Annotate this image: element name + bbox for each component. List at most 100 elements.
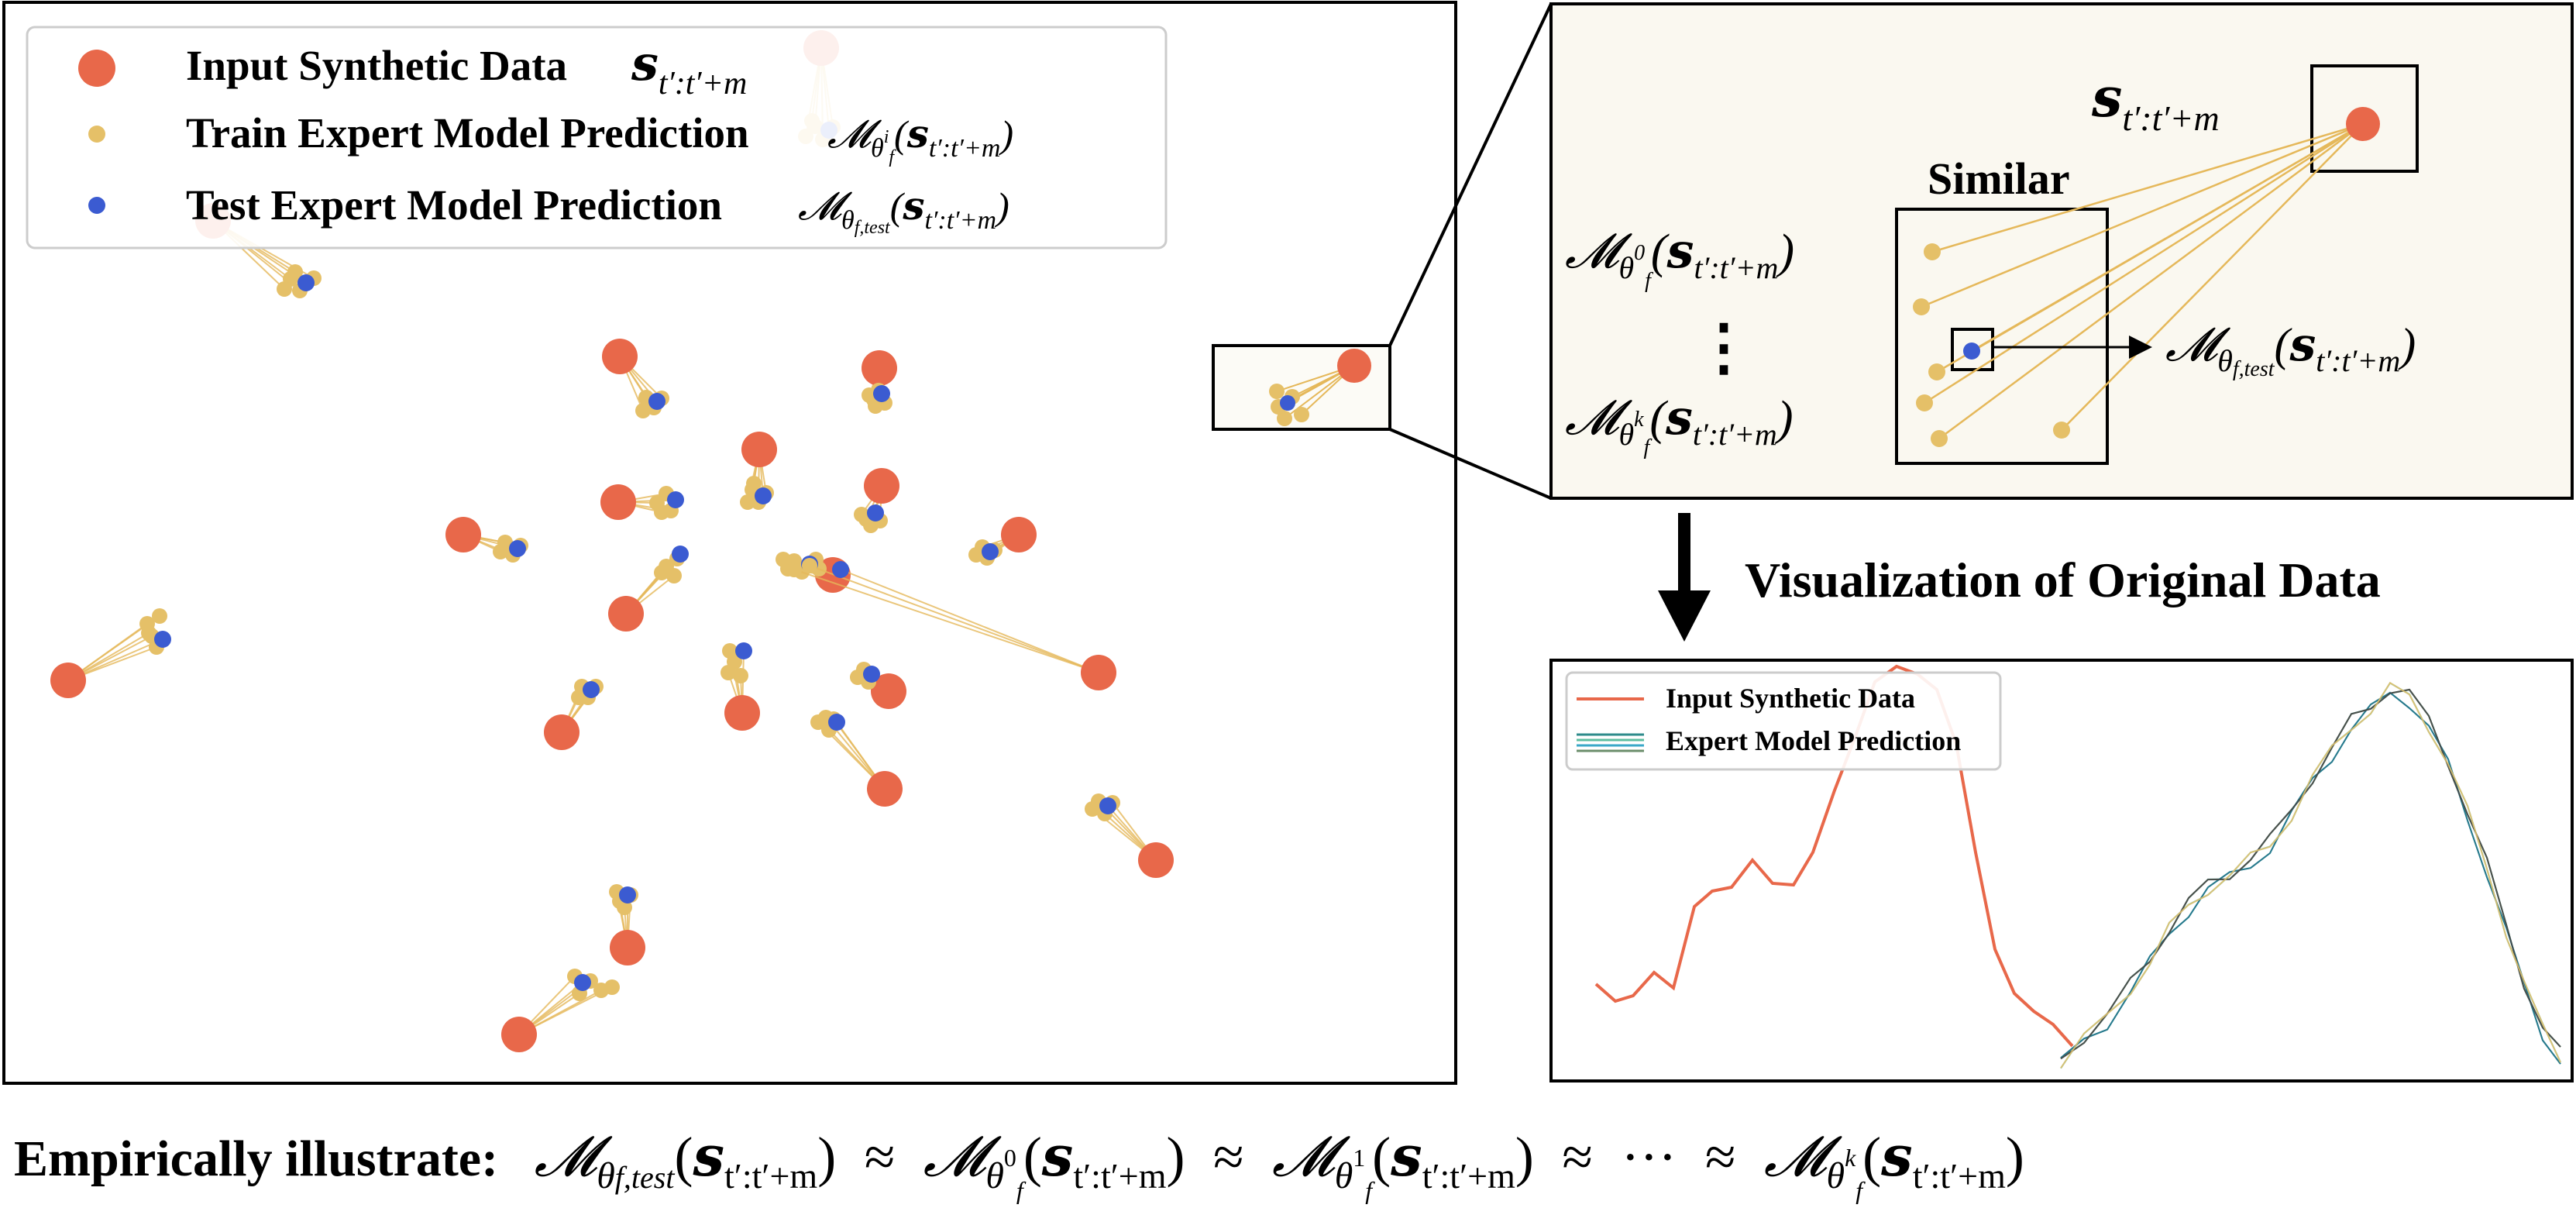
zoom-link [2061,123,2364,431]
train-point [776,552,791,567]
target-math: 𝒔t′:t′+m [2091,69,2220,138]
test-point [867,504,884,521]
input-point [445,517,481,552]
scatter-clusters [50,30,1174,1052]
input-synthetic-line [1594,664,2074,1048]
input-point [544,714,580,750]
expert-prediction-line [2060,691,2561,1065]
input-point [608,596,644,632]
legend-input-math: 𝒔t′:t′+m [631,38,747,102]
train-point [968,547,984,563]
cluster-link [840,569,1099,673]
test-point [648,393,665,410]
test-point [667,491,684,508]
legend-line-expert [1577,733,1644,752]
train-point [139,616,155,632]
train-point [635,403,651,418]
math-s: 𝒔 [631,38,659,91]
input-point [610,930,645,965]
math-sub: t′:t′+m [659,66,747,102]
test-point [672,546,689,563]
zoom-train-point [1931,430,1948,447]
train-point [786,562,802,577]
legend-input-marker [78,50,115,87]
zoom-region-test [1280,395,1295,411]
zoom-region-train [1277,411,1292,426]
model-0-math: 𝓜θ0f(𝒔t′:t′+m) [1565,225,1794,293]
legend-line-expert-label: Expert Model Prediction [1666,725,1961,756]
input-point [741,432,777,467]
input-point [1001,517,1037,552]
legend-train-math: 𝓜θif(𝒔t′:t′+m) [827,112,1013,167]
test-point [982,543,999,560]
input-point [1081,655,1116,690]
legend-train-label: Train Expert Model Prediction [186,109,749,157]
train-point [571,690,586,705]
legend-line-input-label: Input Synthetic Data [1666,683,1915,714]
zoom-train-point [1916,394,1933,411]
test-point [828,714,845,731]
test-point [509,540,526,557]
similar-label: Similar [1928,153,2070,204]
bottom-equation: Empirically illustrate: 𝓜θf,test(𝒔t′:t′+… [14,1126,2024,1204]
down-arrow [1658,513,1711,642]
zoom-region-points [1269,349,1371,426]
input-point [867,771,903,807]
line-chart-legend: Input Synthetic Data Expert Model Predic… [1565,671,2002,771]
zoom-link [1924,122,2364,404]
input-point [600,484,636,520]
train-point [746,476,762,491]
input-point [724,695,760,731]
input-point [50,663,86,698]
zoom-train-point [1928,363,1945,380]
expert-prediction-lines [2060,681,2561,1069]
train-point [277,281,292,297]
train-point [722,643,738,659]
zoom-region-train [1294,407,1309,422]
train-point [654,565,669,580]
zoom-connector-top [1388,3,1553,346]
test-point [755,487,772,504]
input-point [871,673,906,709]
test-point [1099,797,1116,814]
zoom-test-point [1963,342,1980,360]
zoom-train-point [1924,243,1941,260]
test-point [832,561,849,578]
scatter-legend: Input Synthetic Data 𝒔t′:t′+m Train Expe… [26,26,1168,250]
train-point [152,608,167,624]
input-point [1138,842,1174,878]
expert-prediction-line [2060,681,2561,1069]
test-point [574,974,591,991]
line-chart-panel: Input Synthetic Data Expert Model Predic… [1549,659,2574,1082]
zoom-links [1913,107,2380,447]
zoom-region-input [1337,349,1371,383]
train-point [287,264,303,280]
zoom-link [1931,122,2364,253]
test-box [1951,328,1994,371]
ellipsis-vertical: ⋮ [1693,314,1755,382]
test-point [873,385,890,402]
model-k-math: 𝓜θkf(𝒔t′:t′+m) [1565,392,1793,459]
zoom-link [1921,122,2364,308]
zoom-region-train [1269,384,1285,399]
train-point [740,494,755,510]
legend-train-marker [88,126,105,143]
test-point [619,886,636,904]
cluster-link [809,565,1099,673]
train-point [802,558,817,573]
train-point [493,544,508,559]
train-point [1085,801,1100,817]
train-point [733,668,748,683]
zoom-input-point [2346,107,2380,141]
similar-box [1895,208,2109,465]
target-box [2310,64,2419,173]
arrow-label: Visualization of Original Data [1745,552,2381,608]
zoom-train-point [2053,422,2070,439]
zoom-link [1938,122,2364,440]
train-point [721,665,736,680]
train-point [666,568,682,583]
zoom-train-point [1913,298,1930,315]
input-point [864,468,899,504]
train-point [654,504,669,520]
